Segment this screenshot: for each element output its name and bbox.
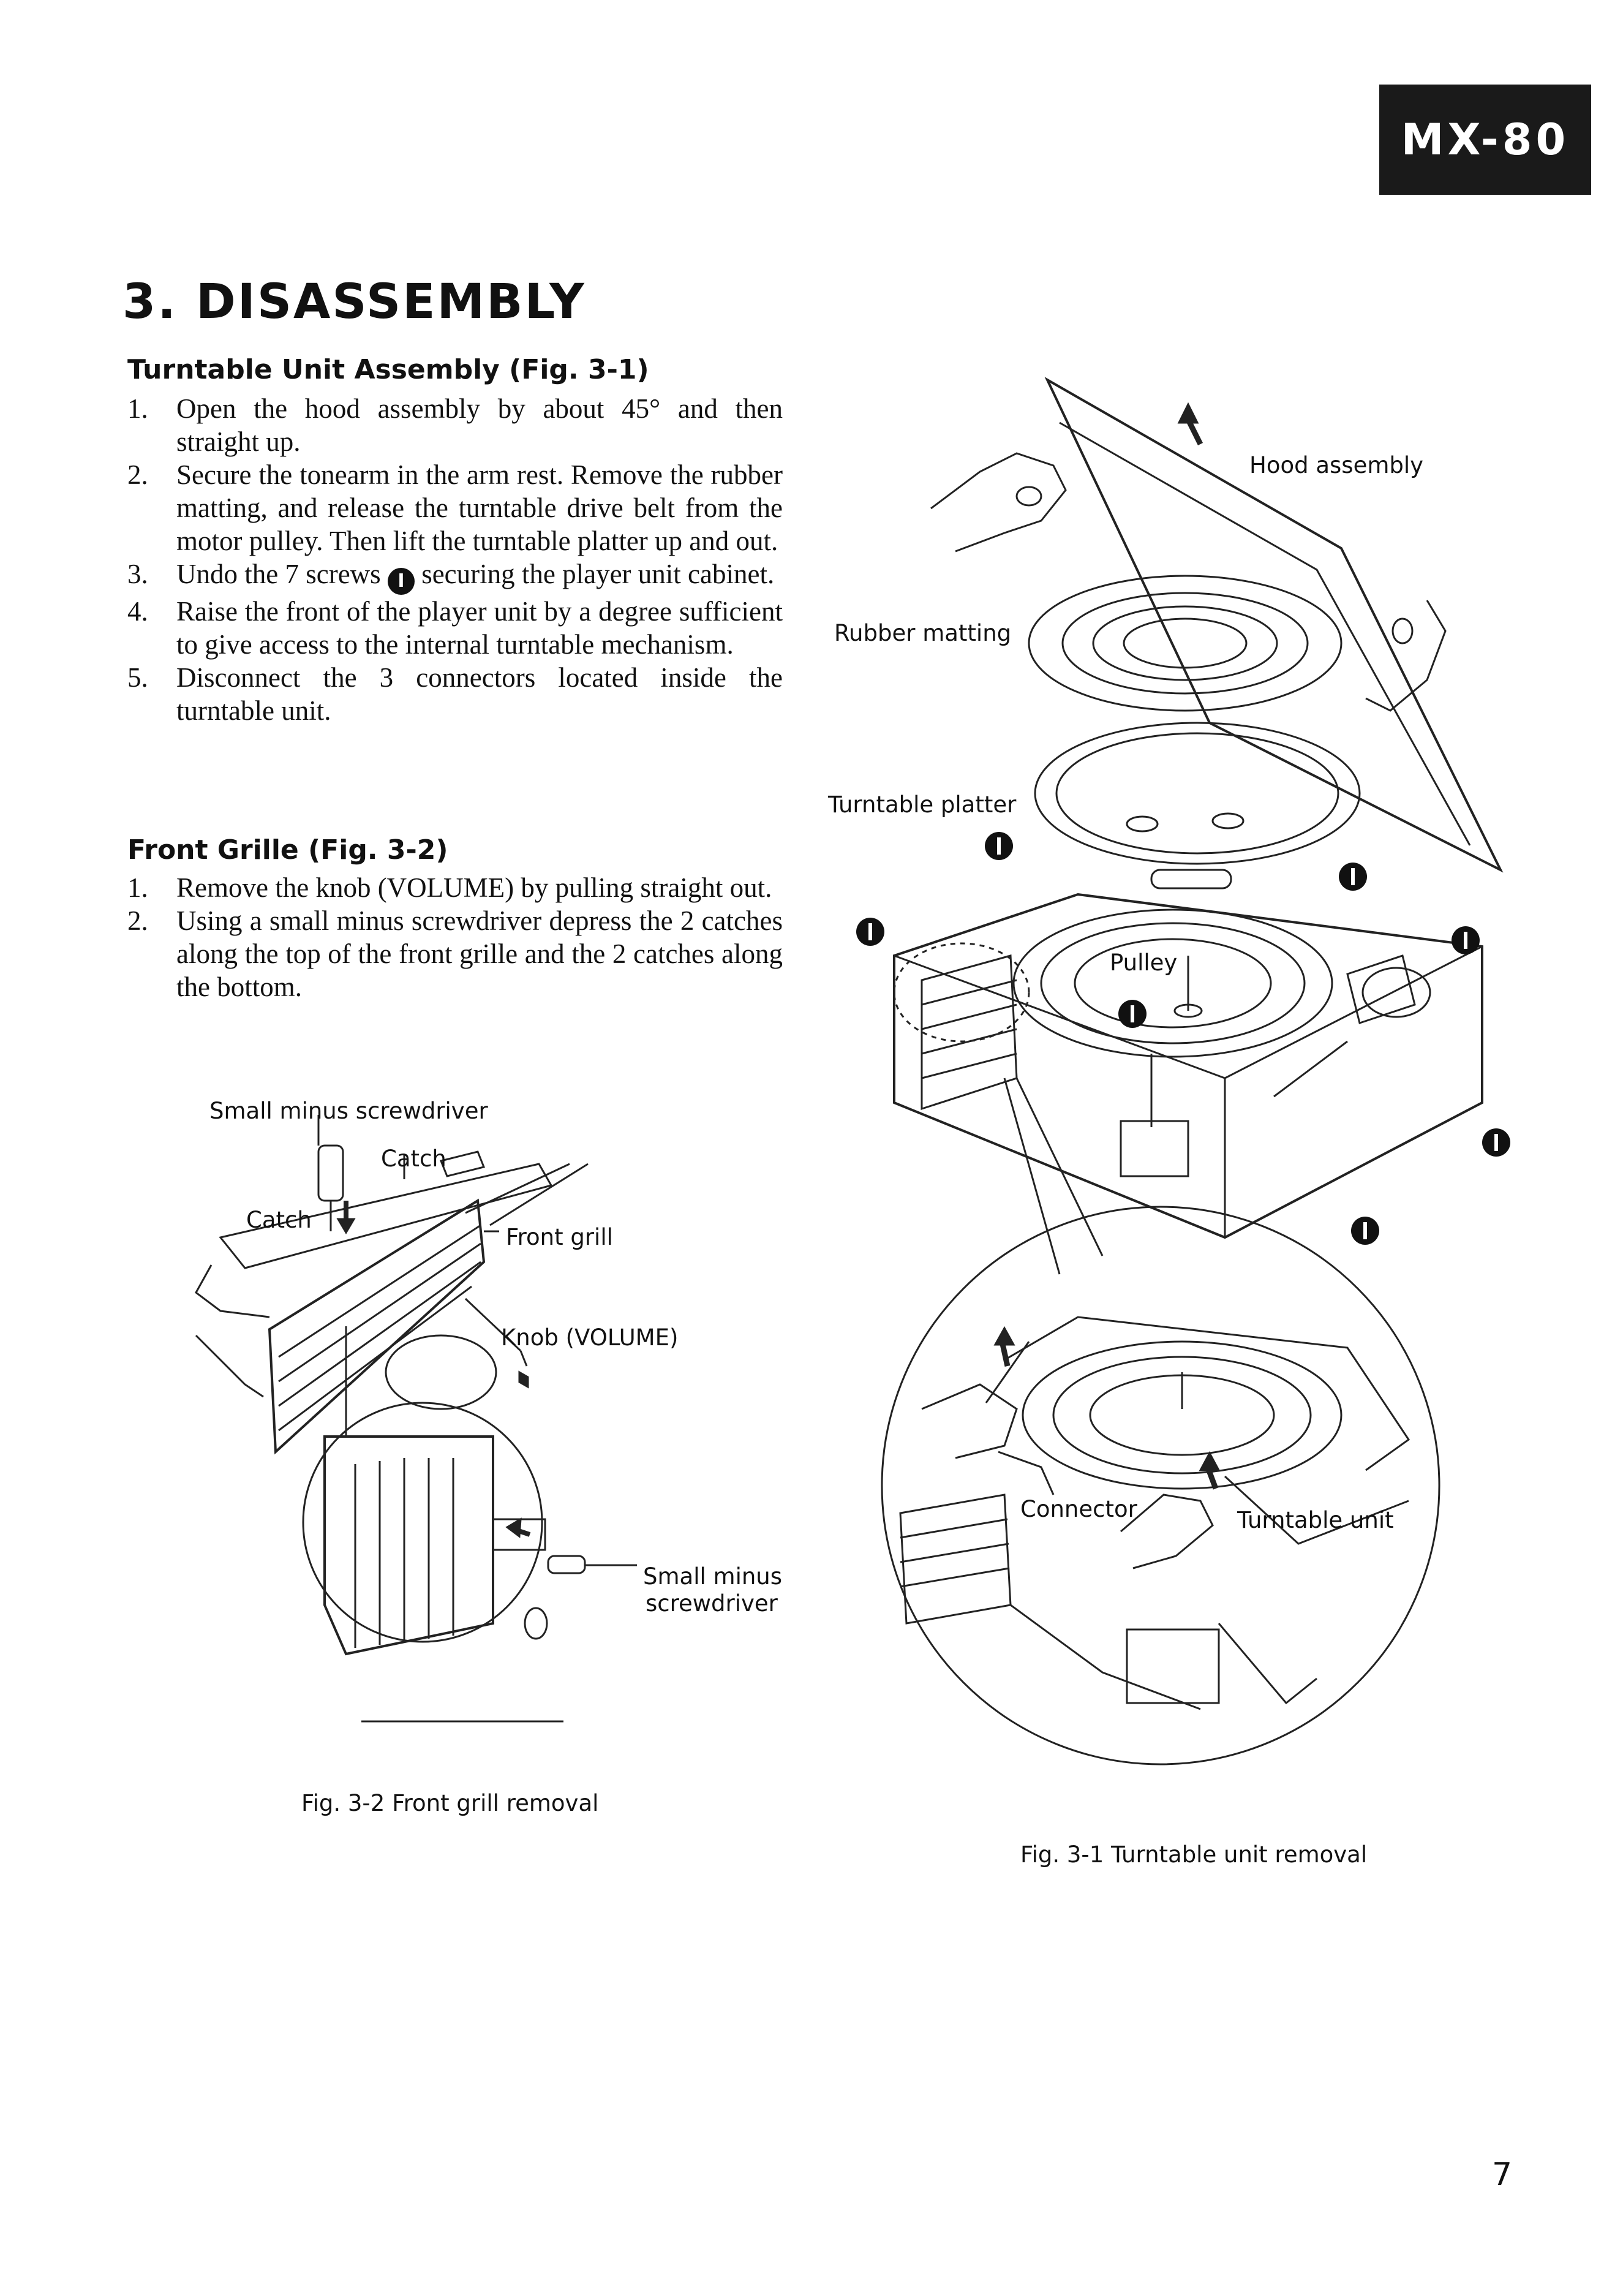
step-number: 1.	[127, 872, 148, 903]
step-text: Open the hood assembly by about 45° and …	[176, 393, 783, 457]
label-turntable-unit: Turntable unit	[1237, 1507, 1394, 1533]
step-text: Using a small minus screwdriver depress …	[176, 905, 783, 1002]
screw-symbol-icon: I	[387, 568, 415, 595]
step-number: 1.	[127, 393, 148, 424]
step-text: securing the player unit cabinet.	[421, 559, 775, 589]
caption-fig-3-2: Fig. 3-2 Front grill removal	[301, 1790, 599, 1816]
step-text: Disconnect the 3 connectors located insi…	[176, 662, 783, 726]
step-text: Remove the knob (VOLUME) by pulling stra…	[176, 872, 772, 903]
section-title: 3. DISASSEMBLY	[122, 274, 586, 330]
step-number: 2.	[127, 905, 148, 936]
label-connector: Connector	[1020, 1496, 1137, 1522]
model-name: MX-80	[1401, 115, 1570, 165]
step-text: Undo the 7 screws	[176, 559, 381, 589]
label-hood-assembly: Hood assembly	[1249, 452, 1424, 478]
turntable-steps: 1. Open the hood assembly by about 45° an…	[127, 392, 783, 727]
label-catch-left: Catch	[246, 1207, 312, 1233]
step-number: 4.	[127, 596, 148, 627]
model-badge: MX-80	[1379, 85, 1591, 195]
turntable-heading: Turntable Unit Assembly (Fig. 3-1)	[127, 354, 649, 385]
list-item: 2. Secure the tonearm in the arm rest. Re…	[127, 458, 783, 557]
screw-marker-icon	[1351, 1217, 1379, 1245]
label-rubber-matting: Rubber matting	[834, 620, 1012, 646]
fig-3-1-drawing	[881, 377, 1504, 1765]
fig-3-2-drawing	[195, 1115, 637, 1723]
list-item: 3. Undo the 7 screws I securing the playe…	[127, 557, 783, 595]
screw-marker-icon	[1118, 1000, 1147, 1028]
screw-marker-icon	[856, 918, 884, 946]
label-front-grill: Front grill	[506, 1224, 613, 1250]
step-number: 3.	[127, 559, 148, 589]
screw-marker-icon	[1452, 926, 1480, 954]
screw-marker-icon	[1482, 1128, 1510, 1157]
list-item: 5. Disconnect the 3 connectors located in…	[127, 661, 783, 727]
grille-steps: 1. Remove the knob (VOLUME) by pulling st…	[127, 871, 783, 1003]
list-item: 1. Remove the knob (VOLUME) by pulling st…	[127, 871, 783, 904]
label-small-minus-1: Small minus	[643, 1563, 783, 1590]
grille-heading: Front Grille (Fig. 3-2)	[127, 834, 448, 866]
step-number: 5.	[127, 662, 148, 693]
step-text: Raise the front of the player unit by a …	[176, 596, 783, 660]
label-knob-volume: Knob (VOLUME)	[501, 1324, 679, 1351]
caption-fig-3-1: Fig. 3-1 Turntable unit removal	[1020, 1841, 1368, 1868]
step-text: Secure the tonearm in the arm rest. Remo…	[176, 459, 783, 556]
list-item: 1. Open the hood assembly by about 45° an…	[127, 392, 783, 458]
label-small-minus-2: screwdriver	[646, 1590, 778, 1617]
label-small-minus-screwdriver: Small minus screwdriver	[209, 1098, 488, 1124]
step-number: 2.	[127, 459, 148, 490]
screw-marker-icon	[1339, 863, 1367, 891]
label-turntable-platter: Turntable platter	[828, 791, 1017, 818]
label-pulley: Pulley	[1110, 950, 1178, 976]
screw-marker-icon	[985, 832, 1013, 860]
page-number: 7	[1492, 2156, 1513, 2193]
label-catch-upper: Catch	[381, 1146, 446, 1172]
list-item: 2. Using a small minus screwdriver depres…	[127, 904, 783, 1003]
list-item: 4. Raise the front of the player unit by …	[127, 595, 783, 661]
